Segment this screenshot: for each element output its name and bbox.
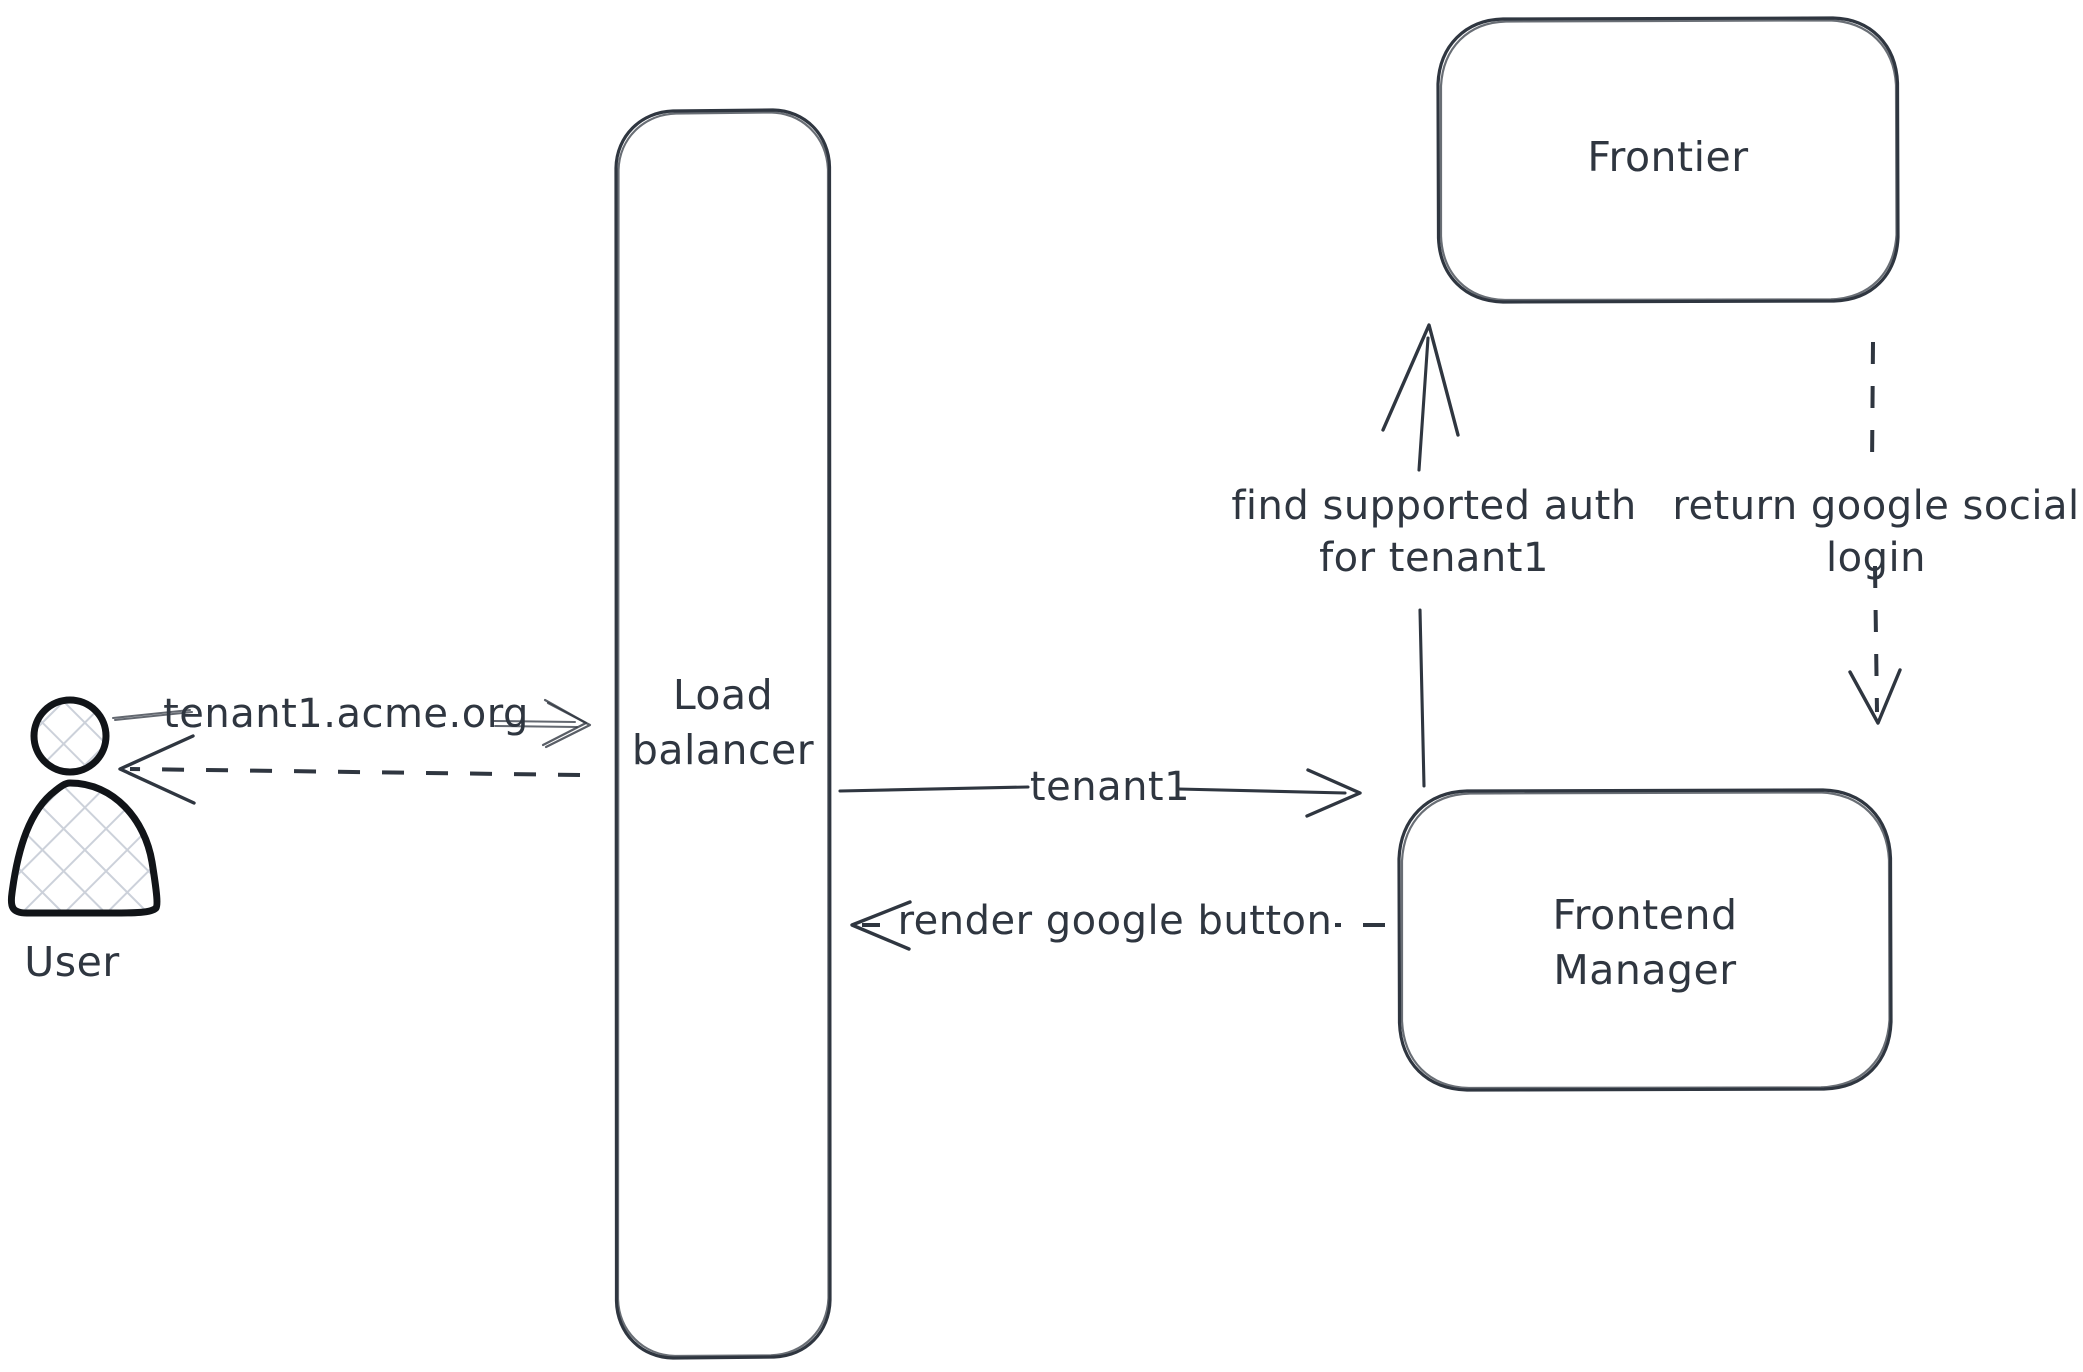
edge-label-return-google-social-line2: login xyxy=(1826,535,1926,581)
edge-load-balancer-to-frontend-manager[interactable]: tenant1 xyxy=(838,764,1362,818)
actor-user[interactable]: User xyxy=(7,696,161,986)
frontend-manager-label-line1: Frontend xyxy=(1553,891,1738,939)
node-frontier[interactable]: Frontier xyxy=(1436,16,1900,304)
edge-label-tenant1-acme-org: tenant1.acme.org xyxy=(163,691,529,737)
edge-frontier-to-frontend-manager[interactable]: return google social login xyxy=(1672,341,2079,725)
edge-label-render-google-button: render google button xyxy=(898,898,1333,944)
edge-user-to-load-balancer[interactable]: tenant1.acme.org xyxy=(112,691,592,749)
node-frontend-manager[interactable]: Frontend Manager xyxy=(1397,788,1893,1092)
edge-label-return-google-social-line1: return google social xyxy=(1672,483,2079,529)
frontend-manager-label-line2: Manager xyxy=(1553,946,1736,994)
node-load-balancer[interactable]: Load balancer xyxy=(614,108,832,1360)
edge-label-tenant1: tenant1 xyxy=(1030,764,1190,810)
edge-label-find-supported-auth-line2: for tenant1 xyxy=(1319,535,1549,581)
user-label: User xyxy=(24,938,119,986)
edge-frontend-manager-to-frontier[interactable]: find supported auth for tenant1 xyxy=(1231,323,1636,788)
load-balancer-label-line1: Load xyxy=(673,671,773,719)
edge-load-balancer-to-user[interactable] xyxy=(118,734,581,805)
frontier-label: Frontier xyxy=(1587,133,1748,181)
edge-frontend-manager-to-load-balancer[interactable]: render google button xyxy=(850,898,1385,951)
load-balancer-label-line2: balancer xyxy=(632,726,814,774)
edge-label-find-supported-auth-line1: find supported auth xyxy=(1231,483,1636,529)
